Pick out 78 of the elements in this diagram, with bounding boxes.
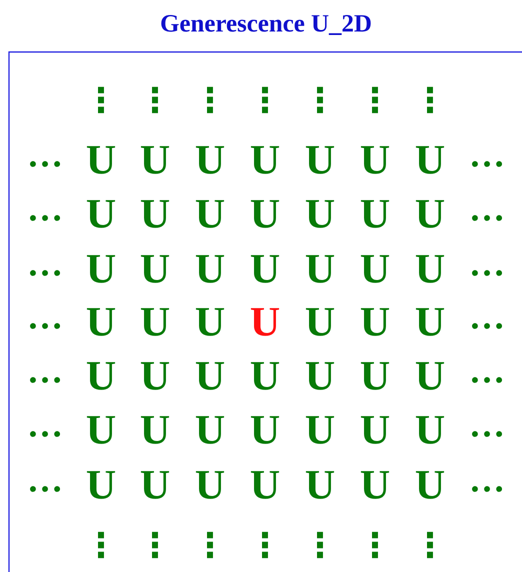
grid-letter: U	[416, 416, 444, 444]
grid-letter: U	[140, 255, 170, 283]
vertical-ellipsis: ⋮	[262, 532, 268, 558]
grid-letter: U	[360, 416, 390, 444]
vertical-ellipsis: ⋮	[98, 86, 104, 114]
grid-letter: U	[306, 200, 334, 228]
grid-letter: U	[196, 416, 224, 444]
grid-letter: U	[360, 308, 390, 336]
grid-letter: U	[416, 308, 444, 336]
grid-letter: U	[360, 471, 390, 499]
grid-letter: U	[86, 255, 116, 283]
grid-letter: U	[196, 200, 224, 228]
grid-letter: U	[86, 146, 116, 174]
grid-letter: U	[250, 255, 280, 283]
grid-letter: U	[86, 200, 116, 228]
grid-letter: U	[86, 308, 116, 336]
horizontal-ellipsis: …	[30, 377, 60, 383]
grid-letter: U	[416, 146, 444, 174]
grid-letter: U	[140, 146, 170, 174]
grid-letter: U	[306, 362, 334, 390]
vertical-ellipsis: ⋮	[207, 532, 213, 558]
horizontal-ellipsis: …	[472, 431, 502, 437]
horizontal-ellipsis: …	[472, 377, 502, 383]
vertical-ellipsis: ⋮	[152, 532, 158, 558]
grid-letter: U	[416, 255, 444, 283]
horizontal-ellipsis: …	[472, 270, 502, 276]
vertical-ellipsis: ⋮	[317, 86, 323, 114]
grid-letter: U	[140, 416, 170, 444]
grid-letter: U	[360, 362, 390, 390]
grid-letter: U	[250, 416, 280, 444]
grid-letter: U	[250, 471, 280, 499]
grid-letter: U	[196, 255, 224, 283]
grid-letter: U	[140, 200, 170, 228]
grid-letter: U	[306, 471, 334, 499]
grid-letter: U	[140, 362, 170, 390]
grid-letter: U	[416, 362, 444, 390]
grid-letter: U	[140, 308, 170, 336]
vertical-ellipsis: ⋮	[262, 86, 268, 114]
horizontal-ellipsis: …	[30, 431, 60, 437]
grid-letter: U	[250, 200, 280, 228]
grid-letter: U	[250, 362, 280, 390]
grid-letter: U	[360, 255, 390, 283]
vertical-ellipsis: ⋮	[372, 86, 378, 114]
grid-letter: U	[196, 362, 224, 390]
grid-letter: U	[250, 146, 280, 174]
grid-letter: U	[250, 308, 280, 336]
grid-letter: U	[86, 362, 116, 390]
vertical-ellipsis: ⋮	[317, 532, 323, 558]
grid-letter: U	[416, 471, 444, 499]
grid-letter: U	[306, 255, 334, 283]
grid-letter: U	[196, 308, 224, 336]
vertical-ellipsis: ⋮	[98, 532, 104, 558]
grid-letter: U	[86, 416, 116, 444]
horizontal-ellipsis: …	[472, 486, 502, 492]
horizontal-ellipsis: …	[472, 323, 502, 329]
grid-letter: U	[140, 471, 170, 499]
vertical-ellipsis: ⋮	[152, 86, 158, 114]
grid-letter: U	[196, 146, 224, 174]
grid-letter: U	[306, 146, 334, 174]
horizontal-ellipsis: …	[30, 270, 60, 276]
grid-letter: U	[416, 200, 444, 228]
vertical-ellipsis: ⋮	[427, 86, 433, 114]
vertical-ellipsis: ⋮	[427, 532, 433, 558]
horizontal-ellipsis: …	[30, 161, 60, 167]
horizontal-ellipsis: …	[30, 323, 60, 329]
horizontal-ellipsis: …	[472, 161, 502, 167]
grid-letter: U	[196, 471, 224, 499]
horizontal-ellipsis: …	[30, 215, 60, 221]
title: Generescence U_2D	[161, 15, 371, 35]
horizontal-ellipsis: …	[30, 486, 60, 492]
grid-letter: U	[360, 200, 390, 228]
grid-letter: U	[306, 308, 334, 336]
grid-letter: U	[86, 471, 116, 499]
vertical-ellipsis: ⋮	[372, 532, 378, 558]
grid-letter: U	[360, 146, 390, 174]
horizontal-ellipsis: …	[472, 215, 502, 221]
grid-letter: U	[306, 416, 334, 444]
vertical-ellipsis: ⋮	[207, 86, 213, 114]
